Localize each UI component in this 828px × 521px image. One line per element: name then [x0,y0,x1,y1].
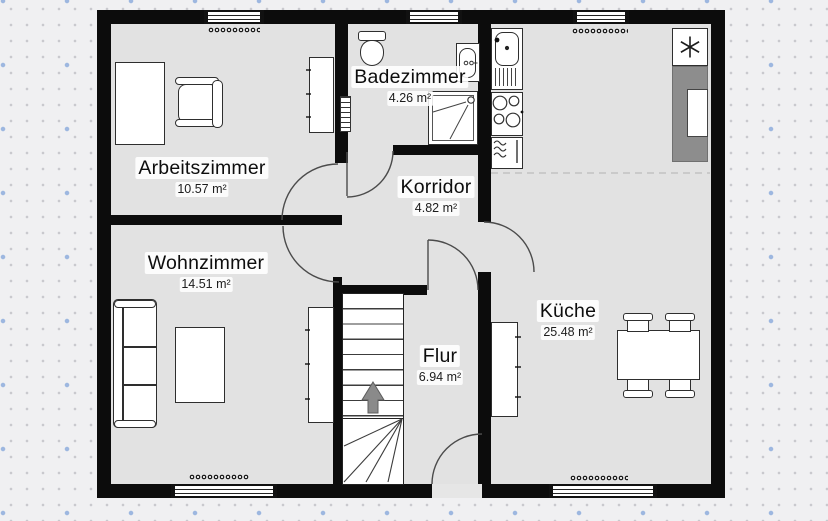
room-name: Flur [419,345,461,367]
wall-outer-bottom[interactable] [97,484,175,498]
room-label-arbeitszimmer: Arbeitszimmer 10.57 m² [135,157,269,198]
coffee-table[interactable] [175,327,225,403]
window-wohnzimmer[interactable] [171,484,277,498]
room-label-kueche: Küche 25.48 m² [536,300,600,341]
wall-outer-top[interactable] [625,10,725,24]
room-korridor[interactable] [342,155,478,285]
wall-outer-right[interactable] [711,10,725,498]
room-label-badezimmer: Badezimmer 4.26 m² [351,66,469,107]
sink-drainboard [495,68,519,86]
room-label-wohnzimmer: Wohnzimmer 14.51 m² [144,252,268,293]
room-area: 14.51 m² [179,277,233,292]
sideboard[interactable] [308,307,334,423]
radiator-icon[interactable] [208,26,260,34]
bookshelf[interactable] [309,57,334,133]
wall-outer-bottom[interactable] [482,484,553,498]
room-area: 10.57 m² [175,182,229,197]
office-chair-back[interactable] [212,80,223,128]
desk[interactable] [115,62,165,145]
dining-chair-back[interactable] [665,313,695,321]
room-area: 4.26 m² [386,91,434,106]
wall-flur-kueche[interactable] [478,272,491,484]
radiator-icon[interactable] [572,27,628,35]
sofa-cushion-line [123,384,156,386]
toilet-bowl[interactable] [360,40,384,66]
room-label-korridor: Korridor 4.82 m² [397,176,475,217]
sofa[interactable] [113,299,157,428]
kitchen-shelf[interactable] [491,322,518,417]
wall-badezimmer-korridor[interactable] [393,145,478,155]
dining-chair-back[interactable] [623,313,653,321]
wall-arbeitszimmer-wohnzimmer[interactable] [111,215,342,225]
dining-table[interactable] [617,330,700,380]
wall-wohnzimmer-flur[interactable] [333,277,342,484]
sofa-back-line [122,308,124,420]
radiator-icon[interactable] [570,474,628,482]
room-name: Korridor [397,176,475,198]
dining-chair-back[interactable] [623,390,653,398]
room-name: Arbeitszimmer [135,157,269,179]
stove[interactable] [491,92,523,136]
staircase-straight-run[interactable] [342,293,404,419]
dining-chair-back[interactable] [665,390,695,398]
wall-arbeitszimmer-badezimmer[interactable] [335,24,348,163]
wall-radiator[interactable] [340,96,351,132]
room-name: Wohnzimmer [144,252,268,274]
room-area: 25.48 m² [541,325,595,340]
sofa-armrest[interactable] [114,420,156,428]
entrance-door-threshold [432,484,482,498]
wall-korridor-flur[interactable] [333,285,427,295]
wall-outer-bottom[interactable] [653,484,725,498]
room-area: 4.82 m² [412,201,460,216]
radiator-icon[interactable] [189,473,249,481]
room-name: Badezimmer [351,66,469,88]
dishwasher[interactable] [491,137,523,169]
wall-outer-bottom[interactable] [273,484,432,498]
kitchen-counter-sink [687,89,708,137]
room-area: 6.94 m² [416,370,464,385]
sink-bowl [495,32,519,66]
wall-outer-left[interactable] [97,10,111,498]
staircase-winder[interactable] [342,418,404,485]
wall-korridor-kueche[interactable] [478,24,491,222]
window-arbeitszimmer[interactable] [204,10,264,24]
sofa-armrest[interactable] [114,300,156,308]
window-kueche-top[interactable] [573,10,629,24]
room-name: Küche [536,300,600,322]
sofa-cushion-line [123,346,156,348]
window-badezimmer[interactable] [406,10,462,24]
wall-outer-top[interactable] [97,10,208,24]
fridge[interactable] [672,28,708,66]
room-label-flur: Flur 6.94 m² [416,345,464,386]
wall-outer-top[interactable] [260,10,410,24]
wall-outer-top[interactable] [458,10,577,24]
window-kueche-bottom[interactable] [549,484,657,498]
